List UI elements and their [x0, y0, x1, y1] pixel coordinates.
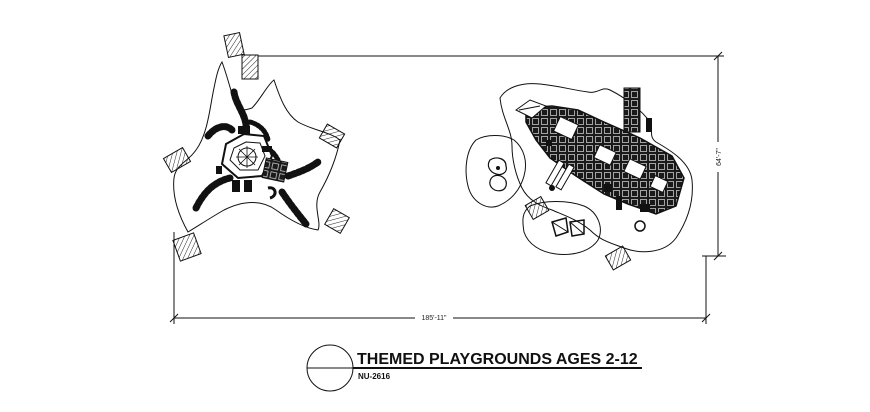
tube-slide-inner: [247, 119, 271, 143]
boulder-detail: [496, 166, 500, 170]
tube-slide-lower-right: [278, 188, 310, 228]
title-block: THEMED PLAYGROUNDS AGES 2-12 NU-2616: [306, 344, 642, 392]
boulder-area-outline: [465, 135, 527, 208]
ship-deck-b: [593, 144, 617, 166]
hex-web-spokes: [236, 146, 258, 168]
drawing-code: NU-2616: [358, 372, 391, 381]
ship-step-north: [546, 140, 552, 146]
entry-pad-bottom-left: [172, 232, 202, 262]
right-playground: [465, 83, 693, 271]
tube-slide-lower-left: [192, 174, 234, 212]
tower-stair-south: [232, 180, 240, 192]
tube-slide-right: [284, 158, 322, 180]
tower-step-east: [262, 146, 272, 152]
drawing-title: THEMED PLAYGROUNDS AGES 2-12: [357, 351, 638, 368]
ship-entry-pad-west: [524, 195, 550, 221]
slide-south-west-2: [555, 163, 575, 191]
tower-roof-north: [238, 126, 250, 134]
ship-bow: [515, 99, 547, 119]
entry-pad-left: [162, 146, 192, 174]
horizontal-dimension: 185'-11": [169, 313, 711, 323]
height-dimension-label: 64'-7": [716, 148, 723, 166]
ship-bridge-post: [646, 118, 652, 132]
ship-deck-c: [623, 158, 647, 180]
slide-south-west: [545, 159, 565, 187]
boulder-climber-a: [487, 157, 507, 176]
width-dimension-label: 185'-11": [421, 315, 447, 322]
entry-pad-top-b: [241, 54, 259, 80]
site-boundary: [173, 55, 726, 324]
hex-inner-deck: [229, 141, 266, 171]
spinner-area-outline: [522, 201, 601, 255]
entry-pad-top-a: [223, 31, 245, 59]
spinner-right-bar: [569, 221, 585, 235]
vertical-dimension: 64'-7": [713, 51, 723, 261]
ship-post-west: [549, 185, 555, 191]
tower-step-west: [216, 166, 222, 174]
ship-step-south-2: [616, 196, 622, 210]
tower-stair-south-2: [244, 180, 252, 192]
ship-step-south: [604, 184, 612, 192]
ship-entry-pad-south: [604, 245, 632, 271]
spinner-left-bar: [551, 221, 569, 233]
boulder-climber-b: [489, 174, 507, 192]
bow-line: [518, 105, 541, 111]
ship-bridge-north: [623, 87, 641, 133]
ship-post-east: [634, 220, 646, 232]
tower-deck-east: [261, 157, 289, 183]
left-playground: [162, 31, 350, 262]
climber-hook: [267, 186, 277, 200]
ship-deck-d: [649, 174, 669, 194]
ship-step-east: [640, 204, 650, 212]
tube-slide-upper-left: [204, 123, 236, 140]
entry-pad-bottom-right: [324, 208, 350, 234]
entry-pad-right-top: [318, 123, 346, 149]
left-play-area-outline: [173, 60, 341, 233]
ship-deck-a: [552, 115, 580, 141]
ship-play-area-outline: [499, 83, 693, 253]
